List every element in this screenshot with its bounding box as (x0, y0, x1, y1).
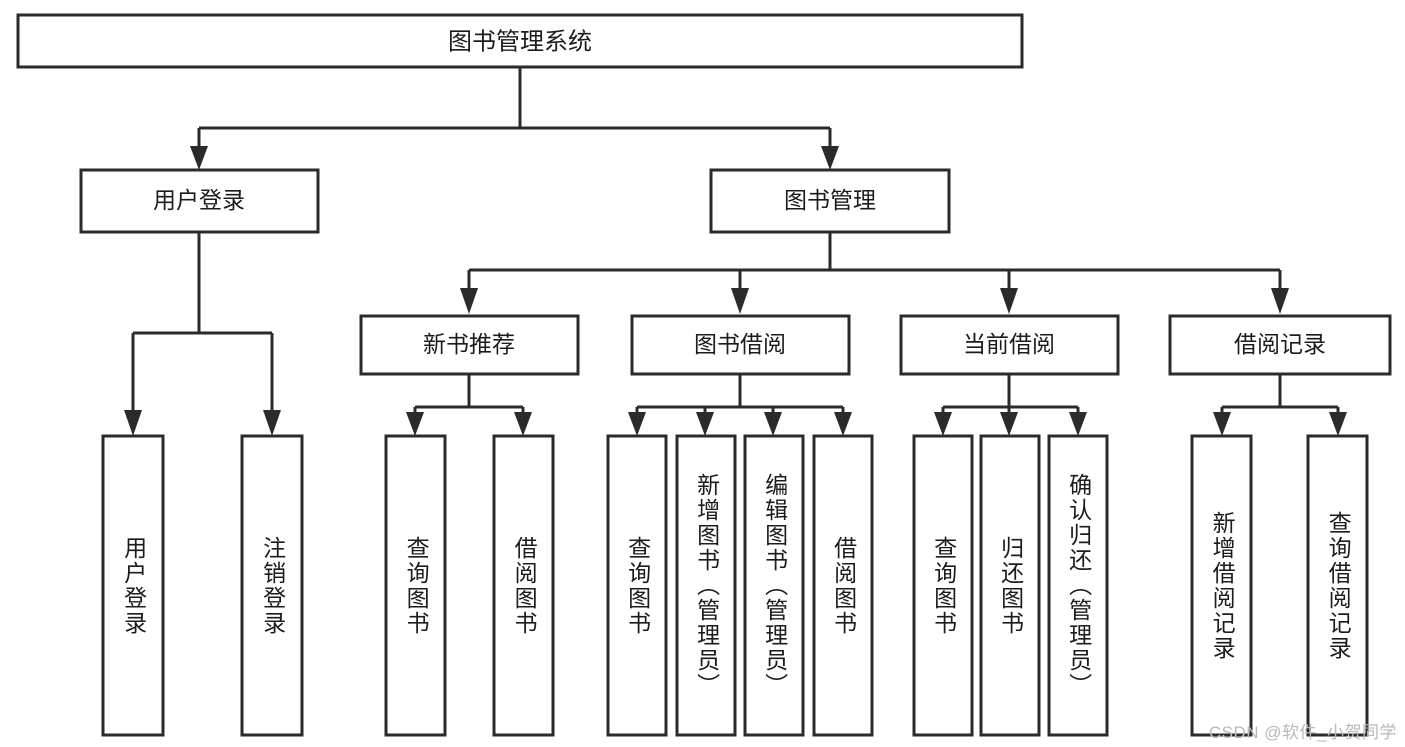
leaf-query-book-3-box[interactable] (912, 434, 974, 737)
arrow-currentborrow-l1 (934, 412, 952, 436)
arrow-root-to-bookmanage (821, 146, 839, 170)
leaf-edit-book-box[interactable] (743, 434, 805, 737)
leaf-add-book-box[interactable] (675, 434, 737, 737)
arrow-newbook-l2 (514, 412, 532, 436)
leaf-borrow-book-2-label: 借阅图书 (830, 535, 857, 636)
current-borrow-label: 当前借阅 (963, 331, 1055, 357)
leaf-borrow-book-2-box[interactable] (812, 434, 874, 737)
arrow-bookborrow-l4 (834, 412, 852, 436)
leaf-user-login-box[interactable] (101, 434, 165, 737)
leaf-query-book-2[interactable]: 查询图书 (606, 434, 668, 737)
node-user-login[interactable]: 用户登录 (79, 168, 320, 234)
arrow-bookborrow-l1 (628, 412, 646, 436)
leaf-confirm-return-label: 确认归还（管理员） (1065, 473, 1092, 698)
leaf-add-book-label: 新增图书（管理员） (693, 473, 720, 698)
leaf-logout-login-label: 注销登录 (259, 535, 286, 636)
user-login-label: 用户登录 (153, 187, 245, 213)
leaf-add-record[interactable]: 新增借阅记录 (1190, 434, 1253, 737)
arrow-currentborrow-l3 (1069, 412, 1087, 436)
book-borrow-label: 图书借阅 (694, 331, 786, 357)
arrow-currentborrow-l2 (1000, 412, 1018, 436)
arrow-userlogin-l2 (263, 410, 281, 436)
borrow-record-box[interactable] (1168, 314, 1392, 376)
node-root[interactable]: 图书管理系统 (16, 13, 1024, 69)
leaf-edit-book-label: 编辑图书（管理员） (761, 473, 788, 698)
leaf-query-record-label: 查询借阅记录 (1325, 510, 1352, 661)
arrow-bookmanage-c1 (460, 288, 478, 314)
leaf-query-book-2-label: 查询图书 (624, 535, 651, 636)
book-manage-label: 图书管理 (784, 187, 876, 213)
leaf-user-login[interactable]: 用户登录 (101, 434, 165, 737)
leaf-query-book-1-label: 查询图书 (403, 535, 430, 636)
leaf-query-record-box[interactable] (1306, 434, 1369, 737)
csdn-watermark: CSDN @软件_小贺同学 (1208, 723, 1397, 742)
leaf-query-book-1[interactable]: 查询图书 (384, 434, 447, 737)
leaf-borrow-book-1[interactable]: 借阅图书 (492, 434, 555, 737)
new-book-recommend-box[interactable] (359, 314, 580, 376)
leaf-query-book-2-box[interactable] (606, 434, 668, 737)
node-borrow-record[interactable]: 借阅记录 (1168, 314, 1392, 376)
leaf-confirm-return-box[interactable] (1047, 434, 1109, 737)
arrow-root-to-userlogin (190, 146, 208, 170)
leaf-confirm-return[interactable]: 确认归还（管理员） (1047, 434, 1109, 737)
arrow-bookmanage-c4 (1271, 288, 1289, 314)
leaf-logout-login[interactable]: 注销登录 (240, 434, 304, 737)
leaf-return-book[interactable]: 归还图书 (979, 434, 1041, 737)
book-borrow-box[interactable] (630, 314, 851, 376)
node-book-manage[interactable]: 图书管理 (709, 168, 951, 234)
leaf-logout-login-box[interactable] (240, 434, 304, 737)
arrow-bookborrow-l2 (696, 412, 714, 436)
book-manage-box[interactable] (709, 168, 951, 234)
arrow-newbook-l1 (406, 412, 424, 436)
root-label: 图书管理系统 (448, 28, 592, 55)
leaf-borrow-book-2[interactable]: 借阅图书 (812, 434, 874, 737)
arrow-userlogin-l1 (124, 410, 142, 436)
arrow-borrowrecord-l2 (1329, 412, 1347, 436)
user-login-box[interactable] (79, 168, 320, 234)
leaf-return-book-box[interactable] (979, 434, 1041, 737)
leaf-borrow-book-1-label: 借阅图书 (511, 535, 538, 636)
node-book-borrow[interactable]: 图书借阅 (630, 314, 851, 376)
leaf-edit-book[interactable]: 编辑图书（管理员） (743, 434, 805, 737)
leaf-query-record[interactable]: 查询借阅记录 (1306, 434, 1369, 737)
arrow-borrowrecord-l1 (1213, 412, 1231, 436)
current-borrow-box[interactable] (899, 314, 1120, 376)
root-box[interactable] (16, 13, 1024, 69)
arrow-bookborrow-l3 (764, 412, 782, 436)
leaf-return-book-label: 归还图书 (997, 535, 1024, 636)
leaf-add-record-box[interactable] (1190, 434, 1253, 737)
leaf-query-book-1-box[interactable] (384, 434, 447, 737)
borrow-record-label: 借阅记录 (1234, 331, 1326, 357)
arrow-bookmanage-c2 (731, 288, 749, 314)
leaf-add-record-label: 新增借阅记录 (1209, 510, 1236, 661)
leaf-query-book-3[interactable]: 查询图书 (912, 434, 974, 737)
arrow-bookmanage-c3 (1000, 288, 1018, 314)
leaf-user-login-label: 用户登录 (120, 535, 147, 636)
node-current-borrow[interactable]: 当前借阅 (899, 314, 1120, 376)
new-book-recommend-label: 新书推荐 (423, 331, 515, 357)
leaf-borrow-book-1-box[interactable] (492, 434, 555, 737)
connectors-group (124, 67, 1347, 436)
leaf-query-book-3-label: 查询图书 (930, 535, 957, 636)
leaf-add-book[interactable]: 新增图书（管理员） (675, 434, 737, 737)
node-new-book-recommend[interactable]: 新书推荐 (359, 314, 580, 376)
